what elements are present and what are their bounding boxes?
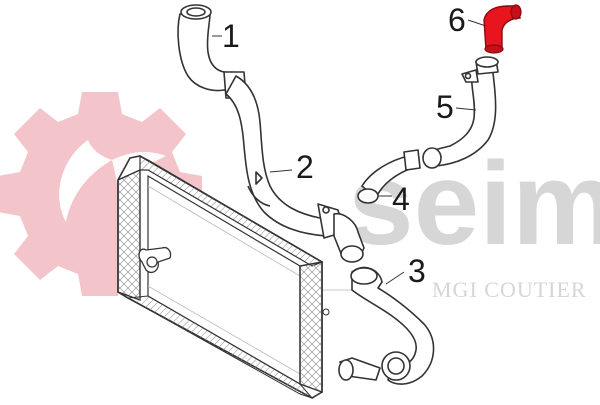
hose-part-6-highlighted bbox=[483, 4, 522, 54]
hose-part-5 bbox=[422, 56, 499, 169]
hose-part-2 bbox=[225, 75, 365, 263]
watermark-logo-text: seim bbox=[348, 138, 600, 270]
callout-3: 3 bbox=[408, 253, 426, 289]
callout-2: 2 bbox=[296, 149, 314, 185]
watermark-brand-text: MGI COUTIER bbox=[432, 277, 587, 302]
hose-part-4 bbox=[357, 149, 421, 204]
callout-6: 6 bbox=[448, 2, 466, 38]
intercooler-radiator bbox=[117, 155, 330, 400]
leader-lines bbox=[212, 19, 487, 285]
callout-4: 4 bbox=[392, 181, 410, 217]
callout-1: 1 bbox=[222, 18, 240, 54]
callout-5: 5 bbox=[436, 89, 454, 125]
hose-part-3 bbox=[338, 266, 435, 385]
